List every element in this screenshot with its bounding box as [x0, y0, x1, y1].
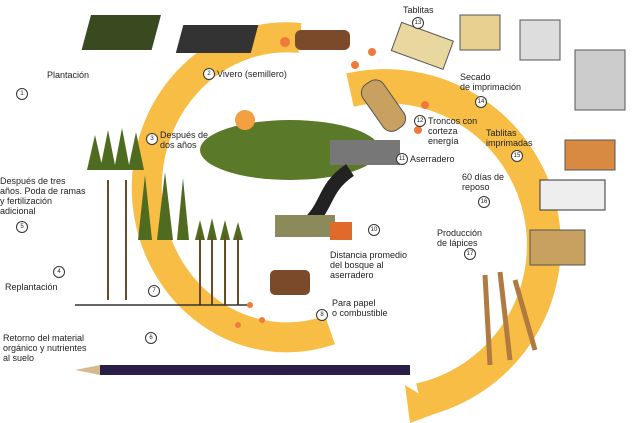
- label-troncos: Troncos con corteza energía: [428, 116, 478, 146]
- young-trees: [87, 128, 144, 170]
- tall-trees: [138, 172, 243, 240]
- step-number: 6: [145, 332, 157, 344]
- pencils-fan: [482, 271, 538, 366]
- label-tablitas: Tablitas: [403, 5, 434, 15]
- truck-cab: [330, 222, 352, 240]
- step-number: 16: [478, 196, 490, 208]
- nursery-tray: [175, 25, 259, 53]
- label-produccion: Producción de lápices: [437, 228, 483, 248]
- label-reposo: 60 días de reposo: [462, 172, 505, 192]
- pencil-tip: [75, 365, 100, 375]
- step-number: 8: [316, 309, 328, 321]
- log: [360, 79, 407, 132]
- step-number: 10: [368, 224, 380, 236]
- label-distancia: Distancia promedio del bosque al aserrad…: [330, 250, 408, 280]
- label-dos-anos: Después de dos años: [160, 130, 209, 150]
- label-tablitas-imprimadas: Tablitas imprimadas: [486, 128, 533, 148]
- step-number: 14: [475, 96, 487, 108]
- sun-icon: [235, 110, 255, 130]
- log-pile-top: [295, 30, 350, 50]
- label-vivero: Vivero (semillero): [217, 69, 287, 79]
- step-number: 1: [16, 88, 28, 100]
- step-number: 11: [396, 153, 408, 165]
- primed-slats: [564, 139, 616, 171]
- sawmill-building: [330, 140, 400, 165]
- step-number: 5: [16, 221, 28, 233]
- label-tres-anos: Después de tres años. Poda de ramas y fe…: [0, 176, 86, 216]
- step-number: 2: [203, 68, 215, 80]
- label-papel: Para papel o combustible: [332, 298, 388, 318]
- seedling-tray: [81, 15, 161, 50]
- dryer-rack: [519, 19, 561, 61]
- printing-machine: [574, 49, 626, 111]
- log-stack: [270, 270, 310, 295]
- label-retorno: Retorno del material orgánico y nutrient…: [3, 333, 87, 363]
- arc-arrowhead: [405, 385, 445, 423]
- truck: [275, 215, 335, 237]
- label-secado: Secado de imprimación: [460, 72, 522, 92]
- step-number: 15: [511, 150, 523, 162]
- label-plantacion: Plantación: [47, 70, 90, 80]
- step-number: 7: [148, 285, 160, 297]
- trunks: [107, 180, 239, 305]
- step-number: 12: [414, 115, 426, 127]
- step-number: 13: [412, 17, 424, 29]
- flow-arrows: [235, 37, 429, 328]
- pencil: [100, 365, 410, 375]
- pencil-blanks: [529, 229, 586, 266]
- label-replantacion: Replantación: [5, 282, 58, 292]
- step-number: 17: [464, 248, 476, 260]
- label-aserradero: Aserradero: [410, 154, 455, 164]
- rest-boxes: [539, 179, 606, 211]
- step-number: 3: [146, 133, 158, 145]
- boards: [390, 21, 454, 70]
- slats: [459, 14, 501, 51]
- step-number: 4: [53, 266, 65, 278]
